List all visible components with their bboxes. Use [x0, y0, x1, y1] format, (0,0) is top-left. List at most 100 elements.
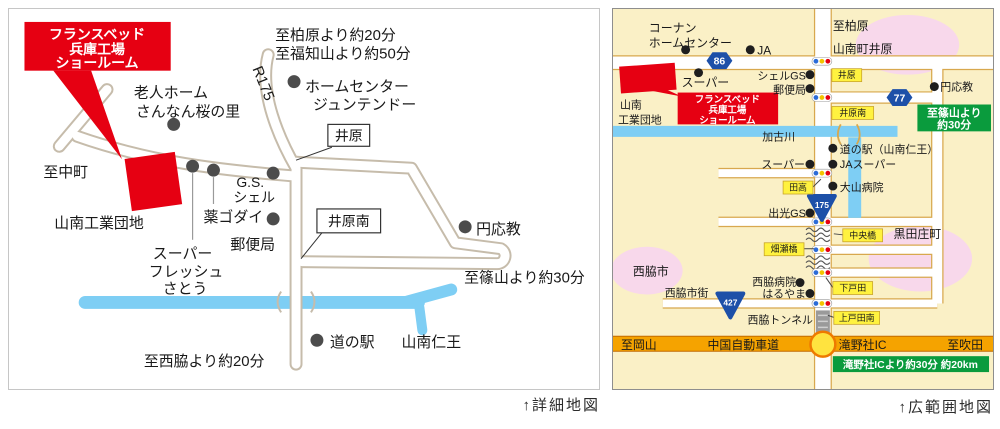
stream-wave: [805, 232, 831, 238]
label-oldhome-1: 老人ホーム: [134, 85, 208, 102]
route-175-badge: [806, 194, 837, 222]
label-chugoku-expwy: 中国自動車道: [708, 338, 780, 352]
showroom-callout-line1: フランスベッド: [49, 26, 145, 42]
poi-dot-haruyama: [805, 289, 815, 298]
traffic-light: [811, 56, 833, 66]
label-super-top: スーパー: [682, 76, 730, 90]
traffic-light: [811, 217, 833, 227]
factory-callout-line3: ショールーム: [699, 115, 756, 126]
ibara-label: 井原: [335, 127, 363, 143]
river: [78, 283, 458, 336]
label-yubin: 郵便局: [230, 237, 275, 254]
sasayama-time-line2: 約30分: [937, 117, 971, 131]
tadaka-tag-label: 田高: [789, 182, 807, 193]
tunnel-marker: [815, 310, 830, 335]
stream-wave: [805, 260, 831, 265]
label-to-okayama: 至岡山: [621, 338, 657, 352]
river-branch: [401, 283, 458, 308]
wide-map: 86 77 175 427 井原 井原南 田高 中央橋: [613, 9, 993, 389]
label-homecenter-2: ジュンテンドー: [313, 96, 416, 113]
place-labels: 井原 井原南 田高 中央橋 畑瀬橋 下戸田 上戸田南: [763, 68, 883, 325]
label-sannan-1: 山南: [620, 98, 642, 111]
poi-dot-oldhome: [167, 117, 181, 131]
poi-dot-gs: [266, 166, 280, 180]
label-kakogawa: 加古川: [762, 130, 795, 143]
ic-time-label: 滝野社ICより約30分 約20km: [843, 358, 978, 371]
route-427-number: 427: [723, 297, 737, 307]
poi-dot-homecenter: [287, 75, 301, 89]
traffic-light: [811, 299, 833, 308]
caption-detail-map: ↑詳細地図: [522, 397, 600, 414]
label-to-suita: 至吹田: [947, 338, 983, 352]
stream-marks: [805, 227, 831, 270]
poi-dot-shellgs: [805, 70, 815, 80]
hatasebashi-tag-label: 畑瀬橋: [771, 243, 798, 254]
callout-pointer: [53, 70, 122, 160]
poi-dot-kusuri: [207, 163, 220, 177]
label-ennokyo: 円応教: [476, 221, 521, 238]
label-to-kaibara: 至柏原: [833, 19, 869, 33]
area-nishiwaki: [613, 246, 683, 295]
route-77-badge: [886, 89, 913, 106]
label-konan-1: コーナン: [649, 21, 697, 35]
factory-callout-line2: 兵庫工場: [709, 104, 747, 116]
label-takinosha-ic: 滝野社IC: [839, 338, 887, 352]
bridge-mark-right: [310, 290, 316, 313]
label-r175: R175: [249, 64, 278, 103]
route-86-badge: [706, 52, 733, 70]
label-to-sasayama: 至篠山より約30分: [464, 270, 585, 287]
leader-ibara: [295, 146, 333, 161]
label-super-2: フレッシュ: [149, 264, 224, 281]
poi-dot-ennokyo: [458, 220, 472, 234]
detail-map-panel: フランスベッド 兵庫工場 ショールーム 井原 井原南 至柏原より約20分 至福知…: [8, 8, 600, 390]
showroom-callout-line3: ショールーム: [56, 55, 139, 71]
label-konan-2: ホームセンター: [649, 36, 732, 50]
factory-site-marker: [619, 62, 677, 94]
label-super-3: さとう: [163, 281, 208, 298]
label-yubin: 郵便局: [773, 84, 806, 97]
showroom-site-marker: [124, 151, 183, 212]
ic-time-box: [832, 356, 990, 373]
stream-wave: [805, 227, 831, 233]
river-stub: [414, 302, 428, 336]
factory-callout-pointer: [650, 89, 682, 97]
shimotoda-tag-label: 下戸田: [839, 283, 866, 293]
label-sannan-nio: 山南仁王: [401, 334, 461, 351]
tunnel-stripes: [817, 314, 828, 329]
road-fill-group: [54, 50, 510, 369]
poi-dot-yubin: [266, 212, 280, 226]
traffic-light: [811, 93, 833, 102]
caption-wide-map: ↑広範囲地図: [898, 399, 993, 416]
kamitoda-tag-label: 上戸田南: [839, 312, 875, 323]
label-michinoeki: 道の駅（山南仁王）: [840, 142, 938, 156]
ibara-minami-tag-label: 井原南: [839, 107, 866, 118]
showroom-callout-line2: 兵庫工場: [69, 41, 125, 57]
factory-callout-box: [677, 92, 779, 125]
label-nishiwaki-byoin: 西脇病院: [752, 275, 796, 289]
traffic-lights: [811, 56, 833, 308]
bridge-mark-left: [836, 123, 842, 145]
label-nishiwaki-shi: 西脇市: [633, 265, 669, 279]
showroom-callout-box: [24, 21, 171, 71]
hatasebashi-tag: [763, 242, 805, 257]
label-to-nakacho: 至中町: [43, 164, 88, 181]
poi-dot-michinoeki: [310, 333, 324, 347]
label-gs-2: シェル: [233, 189, 275, 205]
label-shellgs: シェルGS: [757, 71, 806, 83]
expressway-edges: [613, 335, 993, 352]
tunnel-body: [815, 310, 830, 335]
leader-ibara-minami: [300, 232, 323, 259]
tadaka-tag: [782, 180, 814, 195]
poi-dot-byoin: [795, 278, 805, 288]
detail-map: フランスベッド 兵庫工場 ショールーム 井原 井原南 至柏原より約20分 至福知…: [24, 21, 585, 371]
label-nishiwaki-shigai: 西脇市街: [665, 285, 709, 299]
poi-dot-oyama: [828, 181, 838, 191]
kamitoda-leader: [827, 314, 834, 318]
kamitoda-tag: [833, 311, 880, 325]
expressway-band: [613, 336, 993, 352]
label-super-mid: スーパー: [761, 158, 805, 171]
traffic-light: [811, 245, 833, 255]
label-kusuri: 薬ゴダイ: [204, 208, 264, 226]
label-homecenter-1: ホームセンター: [305, 79, 409, 96]
